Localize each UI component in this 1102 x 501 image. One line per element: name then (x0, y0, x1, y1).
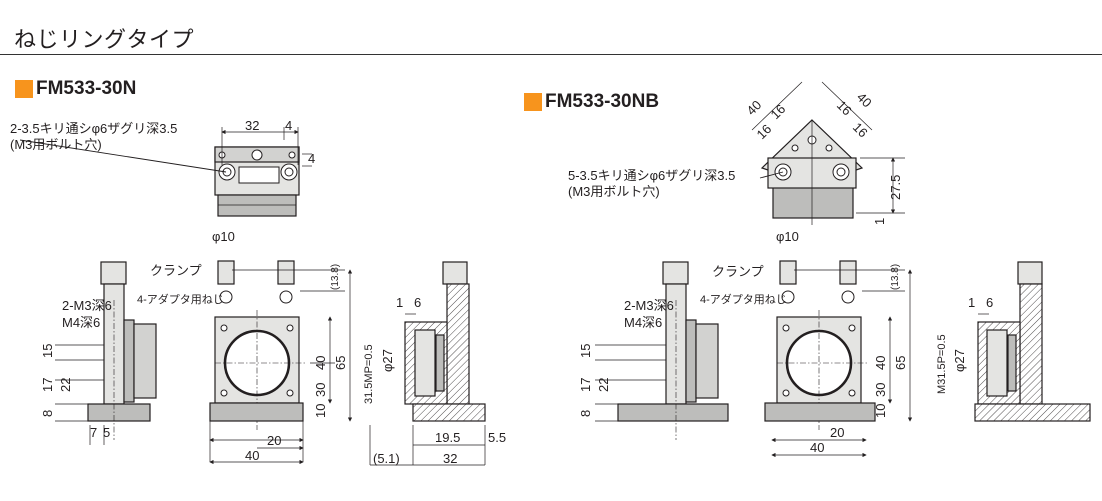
dim-knob-dia: φ10 (776, 229, 799, 244)
dim-w40: 40 (810, 440, 824, 455)
dim-diag-16d: 16 (850, 120, 871, 141)
tap-m4-label: M4深6 (624, 315, 662, 330)
model-label-fm533-30nb: FM533-30NB (524, 91, 659, 113)
dim-clamp-offset: (13.8) (330, 264, 341, 290)
fm533-30nb-front-view (764, 260, 913, 458)
dim-s1: 1 (396, 295, 403, 310)
bolt-hole-note: (M3用ボルト穴) (568, 184, 660, 199)
model-marker-icon (15, 80, 33, 98)
dim-h10: 10 (313, 404, 328, 418)
dim-h1: 1 (872, 218, 887, 225)
dim-h65: 65 (333, 356, 348, 370)
dim-h22: 22 (596, 378, 611, 392)
fm533-30nb-side-view (595, 261, 729, 440)
dim-w7: 7 (90, 425, 97, 440)
tap-m4-label: M4深6 (62, 315, 100, 330)
dim-h15: 15 (40, 344, 55, 358)
dim-diag-16c: 16 (834, 98, 855, 119)
fm533-30n-top-view (19, 127, 312, 217)
dim-s6: 6 (986, 295, 993, 310)
dim-knob-dia: φ10 (212, 229, 235, 244)
adapter-screw-label: 4-アダプタ用ねじ (137, 292, 224, 306)
dim-diag-40a: 40 (744, 97, 765, 118)
fm533-30n-front-view (209, 260, 353, 465)
dim-h30: 30 (873, 383, 888, 397)
clamp-label: クランプ (712, 264, 764, 279)
fm533-30nb-section-view (974, 261, 1091, 422)
model-label-fm533-30n: FM533-30N (15, 78, 136, 100)
dim-w40: 40 (245, 448, 259, 463)
dim-w19-5: 19.5 (435, 430, 460, 445)
dim-thread: 31.5MP=0.5 (363, 344, 375, 404)
dim-h17: 17 (40, 378, 55, 392)
fm533-30n-section-view (369, 261, 486, 466)
dim-w5-1: (5.1) (373, 451, 400, 466)
dim-s6: 6 (414, 295, 421, 310)
header-divider (0, 54, 1102, 55)
model-marker-icon (524, 93, 542, 111)
model-name: FM533-30NB (545, 91, 660, 112)
dim-h8: 8 (578, 410, 593, 417)
fm533-30n-side-view (55, 261, 157, 445)
dim-h30: 30 (313, 383, 328, 397)
dim-h8: 8 (40, 410, 55, 417)
dim-diag-16a: 16 (768, 101, 789, 122)
model-name: FM533-30N (36, 78, 137, 99)
dim-h27-5: 27.5 (888, 175, 903, 200)
counterbore-note: 2-3.5キリ通シφ6ザグリ深3.5 (10, 121, 177, 136)
dim-thread: M31.5P=0.5 (936, 334, 948, 394)
dim-w20: 20 (830, 425, 844, 440)
dim-w32: 32 (443, 451, 457, 466)
dim-h40: 40 (873, 356, 888, 370)
fm533-30nb-top-view (751, 81, 905, 225)
dim-h10: 10 (873, 404, 888, 418)
counterbore-note: 5-3.5キリ通シφ6ザグリ深3.5 (568, 168, 735, 183)
dim-bore: φ27 (952, 349, 967, 372)
page-title: ねじリングタイプ (14, 28, 195, 53)
dim-w20: 20 (267, 433, 281, 448)
dim-h65: 65 (893, 356, 908, 370)
dim-h15: 15 (578, 344, 593, 358)
dim-top-edge: 4 (285, 118, 292, 133)
bolt-hole-note: (M3用ボルト穴) (10, 137, 102, 152)
dim-h40: 40 (313, 356, 328, 370)
dim-w5-5: 5.5 (488, 430, 506, 445)
dim-clamp-offset: (13.8) (890, 264, 901, 290)
dim-top-width: 32 (245, 118, 259, 133)
tap-m3-label: 2-M3深6 (624, 298, 674, 313)
adapter-screw-label: 4-アダプタ用ねじ (700, 292, 787, 306)
dim-top-depth: 4 (308, 151, 315, 166)
dim-h22: 22 (58, 378, 73, 392)
dim-diag-40b: 40 (854, 90, 875, 111)
dim-diag-16b: 16 (754, 121, 775, 142)
dim-s1: 1 (968, 295, 975, 310)
dim-w5: 5 (103, 425, 110, 440)
dim-bore: φ27 (380, 349, 395, 372)
dim-h17: 17 (578, 378, 593, 392)
tap-m3-label: 2-M3深6 (62, 298, 112, 313)
clamp-label: クランプ (150, 263, 202, 278)
